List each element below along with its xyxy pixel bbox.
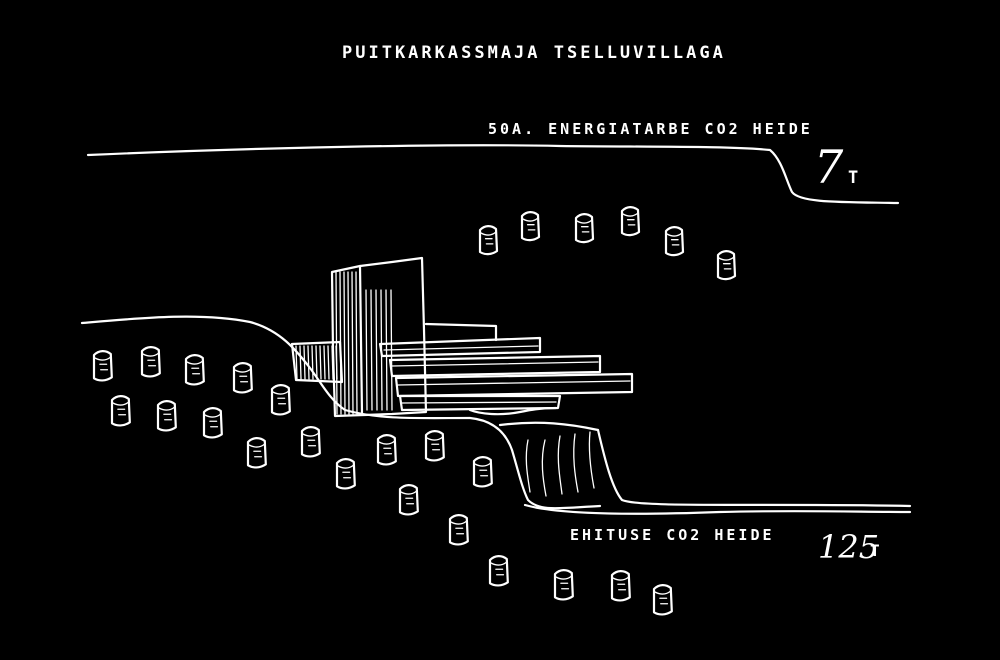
emission-can [553,569,574,601]
waterfall [498,421,600,497]
emission-can [520,211,541,242]
emission-can [92,350,113,382]
emission-can [620,206,641,237]
emission-can [232,362,253,394]
emission-can [424,430,445,462]
diagram-title: PUITKARKASSMAJA TSELLUVILLAGA [342,43,726,63]
emission-can [300,426,321,458]
emission-can [376,434,397,466]
emission-can [472,456,493,488]
emission-can [335,458,356,490]
emission-can [652,584,673,616]
emission-can [488,555,509,587]
emission-can [664,226,685,257]
energy-emission-line [86,144,900,205]
emission-can [574,213,595,244]
construction-value: 125 [818,528,879,566]
emission-can [184,354,205,386]
emission-can [140,346,161,378]
energy-unit: T [848,168,861,188]
emission-can [270,384,291,416]
building-sketch [290,256,634,418]
construction-line-lower [523,503,912,515]
emission-can [716,250,737,281]
emission-can [202,407,223,439]
emission-can [398,484,419,516]
emission-can [156,400,177,432]
construction-label: EHITUSE CO2 HEIDE [570,526,775,544]
construction-line-right [596,428,912,508]
emission-can [110,395,131,427]
emission-can [448,514,469,546]
construction-unit: T [870,541,883,560]
emission-can [246,437,267,469]
energy-emission-cans [478,206,737,281]
energy-label: 50A. ENERGIATARBE CO2 HEIDE [488,120,813,138]
construction-emission-cans [92,346,673,616]
emission-can [478,225,499,256]
energy-value: 7 [814,140,844,194]
emission-can [610,570,631,602]
